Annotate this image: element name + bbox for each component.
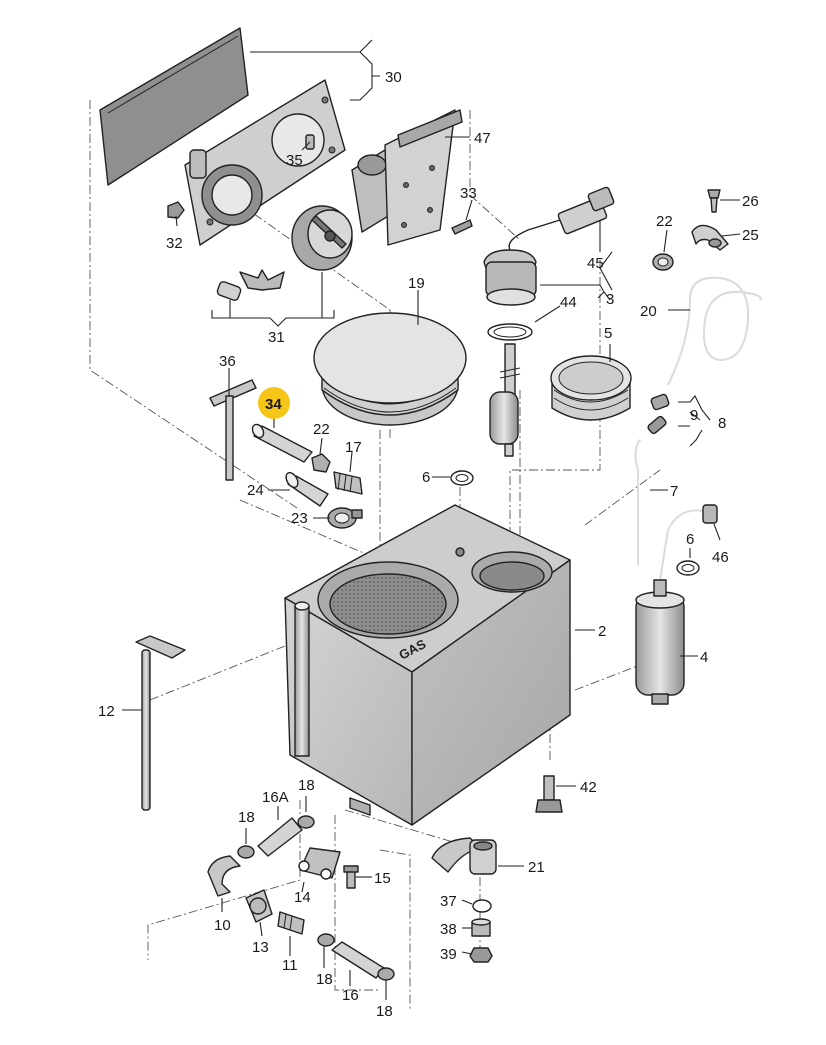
- clamp-18-b: [237, 845, 255, 859]
- callout-16: 16: [342, 987, 359, 1004]
- callout-3: 3: [606, 291, 614, 308]
- leader-lines: [122, 39, 741, 1000]
- washer-37: [472, 899, 492, 913]
- callout-19: 19: [408, 275, 425, 292]
- screw-26: [707, 189, 721, 213]
- fuel-tank-2: GAS: [284, 504, 571, 826]
- callout-16A: 16A: [262, 789, 289, 806]
- callout-30: 30: [385, 69, 402, 86]
- sleeve-24: [285, 471, 329, 507]
- clamp-18-c: [317, 933, 335, 947]
- elbow-10: [207, 855, 241, 897]
- callout-33: 33: [460, 185, 477, 202]
- clamp-22-right: [652, 253, 674, 271]
- bracket-14: [298, 847, 341, 880]
- hose-fittings-8: [647, 393, 670, 435]
- access-cover-plate: [99, 27, 249, 186]
- callout-18-a: 18: [298, 777, 315, 794]
- callout-34: 34: [265, 396, 282, 413]
- fuel-flap-47: [351, 109, 463, 246]
- callout-23: 23: [291, 510, 308, 527]
- bolt-42: [535, 775, 563, 813]
- callout-25: 25: [742, 227, 759, 244]
- callout-37: 37: [440, 893, 457, 910]
- callout-17: 17: [345, 439, 362, 456]
- clamp-23: [327, 507, 363, 529]
- fitting-11: [277, 911, 305, 935]
- callout-6-top: 6: [422, 469, 430, 486]
- callout-36: 36: [219, 353, 236, 370]
- callout-18-c: 18: [316, 971, 333, 988]
- callout-13: 13: [252, 939, 269, 956]
- fitting-17: [333, 471, 363, 495]
- callout-7: 7: [670, 483, 678, 500]
- washer-6-lower: [676, 560, 700, 576]
- screw-33: [451, 219, 473, 235]
- callout-18-d: 18: [376, 1003, 393, 1020]
- callout-44: 44: [560, 294, 577, 311]
- callout-6-right: 6: [686, 531, 694, 548]
- tee-13: [245, 889, 273, 923]
- callout-24: 24: [247, 482, 264, 499]
- callout-8: 8: [718, 415, 726, 432]
- fuel-level-sender-3: [483, 186, 615, 457]
- callout-18-b: 18: [238, 809, 255, 826]
- washer-6-upper: [450, 470, 474, 486]
- screw-15: [343, 865, 359, 889]
- dipstick-12: [135, 635, 186, 811]
- sleeve-16A: [257, 817, 303, 857]
- fuel-cap-31: [291, 205, 353, 271]
- callout-12: 12: [98, 703, 115, 720]
- callout-labels: 30 47 35 33 32 31 19 45 44 3 26 22 25 20…: [98, 69, 759, 1020]
- callout-39: 39: [440, 946, 457, 963]
- t-handle-36: [209, 379, 257, 481]
- callout-45: 45: [587, 255, 604, 272]
- callout-4: 4: [700, 649, 708, 666]
- nut-22-left: [311, 453, 331, 473]
- callout-46: 46: [712, 549, 729, 566]
- clip-25: [691, 224, 729, 251]
- callout-26: 26: [742, 193, 759, 210]
- plug-38: [471, 918, 491, 937]
- wing-bolts-31: [216, 269, 285, 301]
- callout-42: 42: [580, 779, 597, 796]
- fuel-pump-4: [635, 579, 685, 705]
- callout-22-top: 22: [656, 213, 673, 230]
- callout-20: 20: [640, 303, 657, 320]
- callout-10: 10: [214, 917, 231, 934]
- cap-5: [550, 355, 632, 421]
- fuel-hose-20: [667, 276, 762, 386]
- nut-39: [469, 947, 493, 963]
- callout-38: 38: [440, 921, 457, 938]
- callout-9: 9: [690, 407, 698, 424]
- callout-35: 35: [286, 152, 303, 169]
- callout-14: 14: [294, 889, 311, 906]
- callout-5: 5: [604, 325, 612, 342]
- nut-32: [167, 201, 185, 219]
- callout-11: 11: [282, 957, 298, 974]
- callout-47: 47: [474, 130, 491, 147]
- pump-hose-46: [659, 504, 718, 581]
- clamp-18-d: [377, 967, 395, 981]
- hose-16: [331, 941, 385, 979]
- clamp-18-a: [297, 815, 315, 829]
- callout-2: 2: [598, 623, 606, 640]
- callout-22-left: 22: [313, 421, 330, 438]
- fuel-pipe-7: [634, 439, 641, 565]
- callout-31: 31: [268, 329, 285, 346]
- callout-32: 32: [166, 235, 183, 252]
- drain-elbow-21: [431, 837, 497, 875]
- pipe-34: [251, 423, 313, 463]
- callout-21: 21: [528, 859, 545, 876]
- callout-15: 15: [374, 870, 391, 887]
- tank-lid-19: [313, 312, 467, 426]
- filler-flange: [184, 79, 346, 246]
- highlight-marker-34: [258, 387, 290, 419]
